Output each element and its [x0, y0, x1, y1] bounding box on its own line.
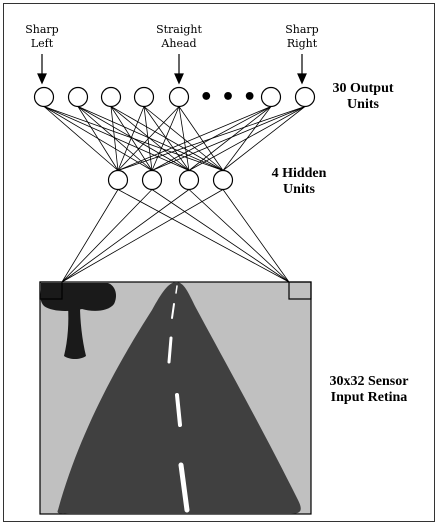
- output-unit-node: [100, 86, 122, 108]
- layer-labels: 30 Output Units 4 Hidden Units 30x32 Sen…: [272, 81, 409, 405]
- hidden-to-output-connection: [43, 106, 224, 171]
- hidden-to-output-connection: [143, 106, 224, 171]
- hidden-to-output-connection: [43, 106, 153, 171]
- hidden-to-output-connection: [117, 106, 145, 171]
- output-unit-node: [260, 86, 282, 108]
- lane-dash: [178, 462, 190, 513]
- hidden-to-output-connection: [222, 106, 306, 171]
- lane-dash: [167, 336, 173, 364]
- hidden-units-label-line2: Units: [283, 182, 315, 197]
- output-units-label-line2: Units: [347, 97, 379, 112]
- steering-arrows: [37, 54, 307, 85]
- output-unit-node: [294, 86, 316, 108]
- retina-to-hidden-connection: [61, 189, 119, 283]
- hidden-unit-node: [178, 169, 200, 191]
- sharp-left-arrowhead: [37, 73, 47, 85]
- sensor-input-retina: [39, 281, 312, 515]
- retina-to-hidden-connection: [222, 189, 290, 283]
- hidden-units-label-line1: 4 Hidden: [272, 166, 327, 181]
- hidden-to-output-connection: [117, 106, 180, 171]
- lane-markings: [167, 285, 190, 513]
- hidden-unit-node: [107, 169, 129, 191]
- hidden-to-output-connection: [151, 106, 306, 171]
- output-units: [33, 86, 316, 108]
- retina-corner-box-left: [39, 281, 63, 300]
- hidden-to-output-connection: [188, 106, 272, 171]
- output-unit-node: [133, 86, 155, 108]
- retina-to-hidden-connection: [61, 189, 224, 283]
- retina-label-line2: Input Retina: [331, 390, 408, 405]
- retina-to-hidden-connection: [188, 189, 290, 283]
- hidden-to-output-connection: [178, 106, 224, 171]
- output-units-label-line1: 30 Output: [332, 81, 393, 96]
- hidden-to-output-connection: [151, 106, 272, 171]
- lane-dash: [171, 303, 175, 319]
- retina-to-hidden-connection: [61, 189, 190, 283]
- straight-ahead-arrowhead: [174, 73, 184, 85]
- tree-trunk: [64, 306, 86, 359]
- straight-ahead-label-line2: Ahead: [160, 37, 196, 50]
- retina-to-hidden-connection: [151, 189, 290, 283]
- lane-dash: [175, 285, 178, 294]
- retina-to-hidden-connection: [61, 189, 153, 283]
- hidden-to-output-connection: [222, 106, 272, 171]
- tree-canopy: [40, 283, 116, 311]
- sharp-right-arrowhead: [297, 73, 307, 85]
- hidden-to-output-connection: [143, 106, 153, 171]
- sharp-right-label-line1: Sharp: [285, 23, 318, 36]
- lane-dash: [175, 393, 182, 427]
- network-connections: [43, 106, 306, 283]
- hidden-units: [107, 169, 234, 191]
- output-units-ellipsis: • • •: [199, 85, 257, 110]
- hidden-to-output-connection: [43, 106, 190, 171]
- hidden-to-output-connection: [43, 106, 119, 171]
- sharp-left-label-line2: Left: [31, 37, 54, 50]
- straight-ahead-label-line1: Straight: [156, 23, 202, 36]
- steering-labels: Sharp Left Straight Ahead Sharp Right: [25, 23, 318, 50]
- output-unit-node: [67, 86, 89, 108]
- sharp-left-label-line1: Sharp: [25, 23, 58, 36]
- output-unit-node: [33, 86, 55, 108]
- hidden-to-output-connection: [77, 106, 153, 171]
- hidden-to-output-connection: [110, 106, 153, 171]
- retina-label-line1: 30x32 Sensor: [330, 374, 409, 389]
- retina-corner-box-right: [288, 281, 312, 300]
- hidden-to-output-connection: [117, 106, 272, 171]
- retina-to-hidden-connection: [117, 189, 290, 283]
- hidden-unit-node: [212, 169, 234, 191]
- sharp-right-label-line2: Right: [287, 37, 318, 50]
- hidden-to-output-connection: [151, 106, 180, 171]
- hidden-to-output-connection: [77, 106, 224, 171]
- hidden-unit-node: [141, 169, 163, 191]
- output-unit-node: [168, 86, 190, 108]
- hidden-to-output-connection: [110, 106, 224, 171]
- roadside-tree: [40, 283, 116, 359]
